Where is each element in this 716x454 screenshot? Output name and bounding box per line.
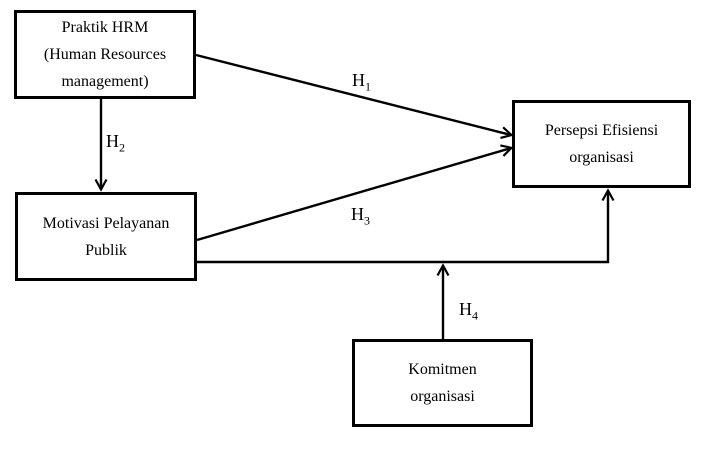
edge-label-h2-base: H	[106, 131, 119, 151]
edge-label-h4: H4	[459, 299, 478, 322]
edge-label-h1-sub: 1	[365, 79, 371, 94]
edge-label-h3-base: H	[351, 204, 364, 224]
node-persepsi-line-2: organisasi	[569, 149, 634, 166]
node-praktik-hrm-label: Praktik HRM (Human Resources management)	[17, 14, 193, 95]
edge-mediation-path	[197, 191, 608, 264]
edge-label-h3: H3	[351, 204, 370, 227]
node-motivasi-line-1: Motivasi Pelayanan	[42, 214, 170, 232]
edge-label-h1: H1	[352, 70, 371, 93]
node-praktik-hrm-line-2: (Human Resources	[43, 46, 167, 63]
edge-label-h2: H2	[106, 131, 125, 154]
edge-label-h1-base: H	[352, 70, 365, 90]
node-praktik-hrm-line-3: management)	[61, 73, 149, 90]
node-komitmen-line-2: organisasi	[410, 388, 475, 405]
node-praktik-hrm: Praktik HRM (Human Resources management)	[14, 10, 196, 99]
edge-label-h4-sub: 4	[472, 308, 478, 323]
node-motivasi-line-2: Publik	[85, 241, 127, 259]
node-persepsi-line-1: Persepsi Efisiensi	[544, 122, 659, 139]
node-persepsi-label: Persepsi Efisiensi organisasi	[515, 117, 688, 171]
node-komitmen-label: Komitmen organisasi	[355, 356, 530, 410]
edge-label-h2-sub: 2	[119, 140, 125, 155]
node-komitmen-organisasi: Komitmen organisasi	[352, 339, 533, 427]
node-motivasi-pelayanan-publik: Motivasi Pelayanan Publik	[15, 192, 197, 281]
node-motivasi-label: Motivasi Pelayanan Publik	[18, 210, 194, 264]
node-persepsi-efisiensi-organisasi: Persepsi Efisiensi organisasi	[512, 100, 691, 188]
edge-label-h4-base: H	[459, 299, 472, 319]
node-praktik-hrm-line-1: Praktik HRM	[61, 19, 149, 36]
edge-h1-line	[195, 53, 511, 135]
edge-label-h3-sub: 3	[364, 213, 370, 228]
edge-h3-line	[196, 148, 511, 242]
node-komitmen-line-1: Komitmen	[408, 361, 477, 378]
